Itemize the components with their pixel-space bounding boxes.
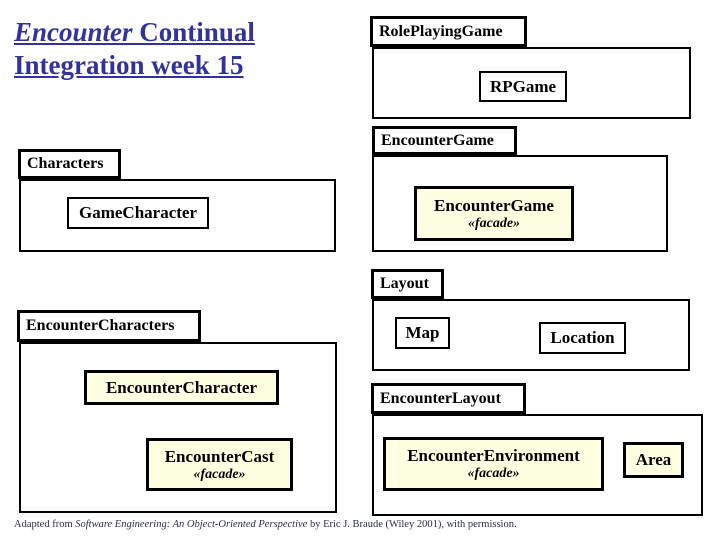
class-box-encounterenvironment-facade: EncounterEnvironment «facade» xyxy=(383,437,604,491)
class-box-map: Map xyxy=(395,317,450,349)
class-box-encountergame-facade: EncounterGame «facade» xyxy=(414,186,574,241)
package-tab-characters: Characters xyxy=(18,149,121,179)
footer-credit: Adapted from Software Engineering: An Ob… xyxy=(14,519,714,530)
slide-title: Encounter Continual Integration week 15 xyxy=(14,16,344,82)
class-name: EncounterCharacter xyxy=(105,377,258,397)
package-tab-layout: Layout xyxy=(371,269,444,299)
package-tab-encountercharacters: EncounterCharacters xyxy=(17,310,201,342)
class-box-location: Location xyxy=(539,322,626,354)
title-line-1: Encounter Continual xyxy=(14,17,255,47)
footer-book-title: Software Engineering: An Object-Oriented… xyxy=(75,519,308,530)
package-tab-roleplayinggame: RolePlayingGame xyxy=(370,16,527,47)
class-name: EncounterEnvironment xyxy=(407,446,580,465)
facade-stereotype: «facade» xyxy=(467,215,521,231)
class-name: EncounterGame xyxy=(434,195,554,215)
package-tab-encounterlayout: EncounterLayout xyxy=(371,383,526,414)
class-box-gamecharacter: GameCharacter xyxy=(67,197,209,229)
title-word-encounter: Encounter xyxy=(14,17,133,47)
footer-prefix: Adapted from xyxy=(14,519,76,530)
facade-stereotype: «facade» xyxy=(467,466,520,481)
title-line-2: Integration week 15 xyxy=(14,50,244,80)
title-line-1-rest: Continual xyxy=(132,17,255,47)
class-box-rpgame: RPGame xyxy=(479,71,567,102)
footer-suffix: by Eric J. Braude (Wiley 2001), with per… xyxy=(307,519,517,530)
package-tab-encountergame: EncounterGame xyxy=(372,126,517,155)
class-box-encountercharacter: EncounterCharacter xyxy=(84,370,279,405)
facade-stereotype: «facade» xyxy=(193,466,246,482)
class-name: Area xyxy=(635,450,672,469)
class-name: EncounterCast xyxy=(164,446,275,466)
class-box-encountercast-facade: EncounterCast «facade» xyxy=(146,438,293,491)
class-box-area: Area xyxy=(623,442,684,478)
